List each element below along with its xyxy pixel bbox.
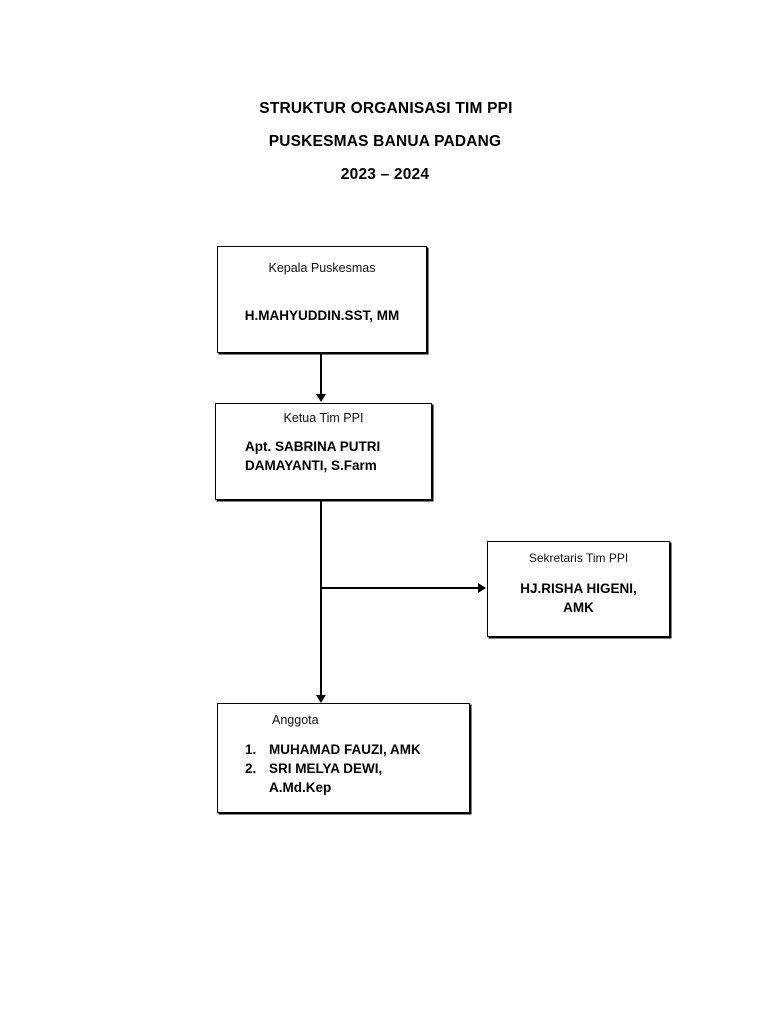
org-node-anggota: Anggota 1. MUHAMAD FAUZI, AMK 2. SRI MELYA …	[217, 703, 470, 813]
node-person-name: H.MAHYUDDIN.SST, MM	[244, 308, 400, 323]
list-item-number: 1.	[245, 742, 257, 757]
list-item: 2. SRI MELYA DEWI, A.Md.Kep	[218, 759, 469, 797]
title-line-1: STRUKTUR ORGANISASI TIM PPI	[259, 100, 513, 117]
node-role-label: Kepala Puskesmas	[268, 261, 376, 275]
node-role-label: Sekretaris Tim PPI	[528, 551, 629, 565]
title-line-3: 2023 – 2024	[340, 166, 430, 183]
arrowhead-down-icon	[316, 394, 326, 402]
org-node-sekretaris-tim-ppi: Sekretaris Tim PPI HJ.RISHA HIGENI, AMK	[487, 541, 670, 637]
node-person-name: Apt. SABRINA PUTRI DAMAYANTI, S.Farm	[245, 439, 381, 473]
node-person-name: HJ.RISHA HIGENI, AMK	[520, 581, 637, 615]
page-title: STRUKTUR ORGANISASI TIM PPI PUSKESMAS BA…	[0, 92, 768, 191]
org-node-ketua-tim-ppi: Ketua Tim PPI Apt. SABRINA PUTRI DAMAYAN…	[215, 403, 432, 500]
list-item-name: SRI MELYA DEWI, A.Md.Kep	[269, 761, 383, 795]
list-item: 1. MUHAMAD FAUZI, AMK	[218, 740, 469, 759]
arrowhead-down-icon	[316, 695, 326, 703]
member-list: 1. MUHAMAD FAUZI, AMK 2. SRI MELYA DEWI, A.…	[218, 740, 469, 797]
arrowhead-right-icon	[478, 583, 486, 593]
connector-ketua-to-sekretaris	[321, 587, 479, 589]
list-item-number: 2.	[245, 761, 257, 776]
node-role-label: Anggota	[272, 713, 319, 727]
org-node-kepala-puskesmas: Kepala Puskesmas H.MAHYUDDIN.SST, MM	[217, 246, 427, 353]
title-line-2: PUSKESMAS BANUA PADANG	[268, 133, 502, 150]
connector-ketua-trunk	[320, 500, 322, 696]
list-item-name: MUHAMAD FAUZI, AMK	[269, 742, 421, 757]
connector-kepala-to-ketua	[320, 353, 322, 395]
node-role-label: Ketua Tim PPI	[283, 411, 364, 425]
